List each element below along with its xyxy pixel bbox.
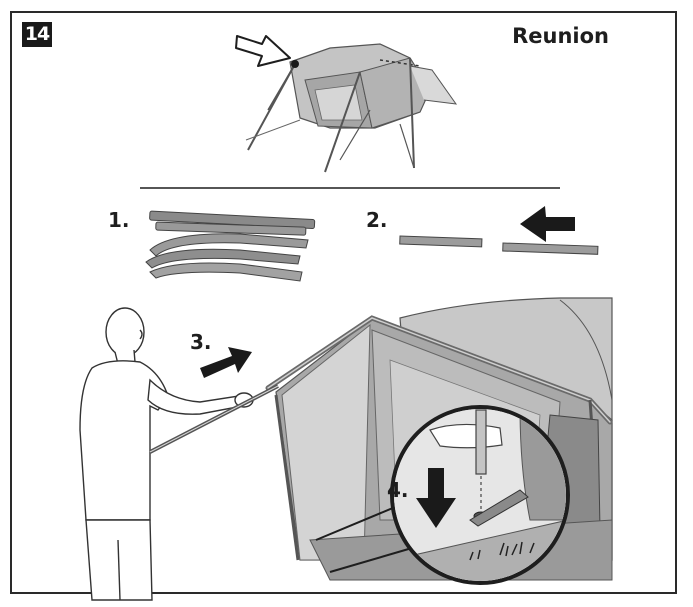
- substep-label-4: 4.: [387, 478, 409, 502]
- substep-label-3: 3.: [190, 330, 212, 354]
- pole-segment: [399, 235, 483, 248]
- arrow-down-icon: [416, 468, 456, 528]
- zoom-pointer: [329, 547, 413, 573]
- pole-segment: [502, 242, 599, 255]
- magnifier-circle: [390, 405, 570, 585]
- substep-label-2: 2.: [366, 208, 388, 232]
- arrow-right-icon: [235, 35, 291, 67]
- pole-segments-illustration: [145, 210, 316, 282]
- substep-label-1: 1.: [108, 208, 130, 232]
- tent-illustration: [245, 43, 458, 173]
- step-number-badge: 14: [22, 22, 52, 47]
- person-illustration: [79, 307, 254, 601]
- zoom-pointer: [315, 504, 401, 541]
- arrow-left-icon: [520, 206, 575, 242]
- arrow-right-icon: [200, 347, 252, 378]
- page-title: Reunion: [512, 24, 609, 48]
- tent-pole-highlight: [149, 385, 279, 453]
